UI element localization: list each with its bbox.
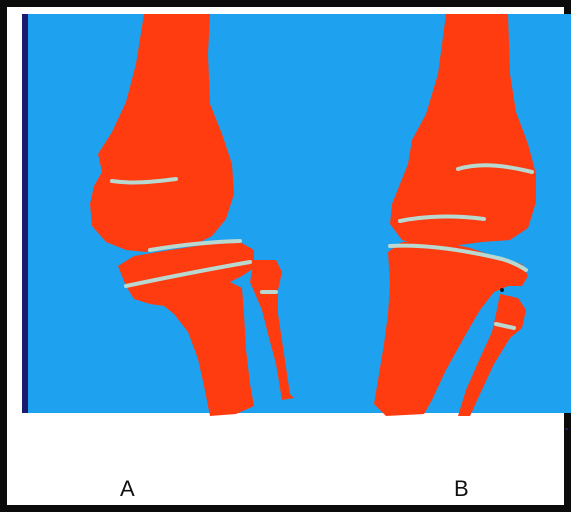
edge-dot: [565, 428, 568, 430]
label-b: B: [454, 478, 469, 500]
label-a: A: [120, 478, 135, 500]
knee-comparison-figure: A B: [14, 14, 571, 512]
mark-b: [500, 288, 504, 292]
left-edge-stripe: [22, 14, 28, 413]
knee-illustration: [14, 14, 571, 512]
